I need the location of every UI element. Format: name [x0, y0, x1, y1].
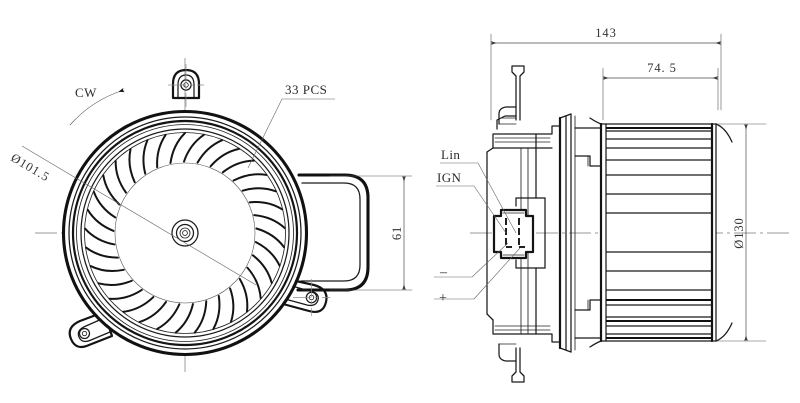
separator-flange-plate	[558, 113, 576, 353]
terminal-label-plus: +	[439, 291, 447, 306]
cage-blade-lines	[606, 130, 712, 335]
blade-count-label: 33 PCS	[285, 82, 327, 97]
outer-diameter-dimension-130	[715, 123, 767, 342]
terminal-label-minus: –	[439, 265, 448, 280]
partial-length-label: 74. 5	[647, 61, 677, 75]
mounting-tab-bottom-left	[68, 310, 114, 349]
callout-ign	[436, 185, 507, 234]
callout-lin	[440, 162, 517, 234]
terminal-label-ign: IGN	[437, 170, 462, 185]
diameter-dimension-label: Ø101.5	[8, 151, 52, 185]
rotation-direction-label: CW	[75, 85, 97, 100]
height-dimension-label: 61	[390, 226, 404, 240]
callout-minus	[434, 242, 509, 278]
hub-shaft-boss	[171, 219, 199, 247]
overall-length-label: 143	[595, 26, 616, 40]
mounting-tab-bottom-right	[281, 277, 330, 316]
blower-outlet-duct	[296, 173, 370, 292]
overall-length-dimension-143	[490, 33, 722, 121]
callout-plus	[434, 247, 521, 300]
terminal-callouts: Lin IGN – +	[434, 147, 521, 306]
mounting-tab-top	[168, 64, 204, 107]
fan-blades	[84, 132, 286, 334]
blower-wheel	[80, 128, 290, 338]
diameter-dimension-leader	[21, 145, 257, 286]
height-dimension-61	[329, 175, 413, 291]
front-view-group: CW Ø101.5 33 PCS 61	[8, 58, 413, 372]
electrical-connector	[492, 208, 535, 260]
blade-count-leader	[247, 98, 335, 169]
blower-wheel-cage-side	[574, 117, 733, 348]
terminal-label-lin: Lin	[441, 147, 460, 162]
outer-diameter-label: Ø130	[732, 217, 746, 248]
connector-pins	[505, 218, 525, 248]
rotation-direction-indicator	[69, 87, 125, 126]
side-section-view-group: 143 74. 5 Ø130	[434, 26, 790, 383]
motor-end-cap-profile	[486, 65, 560, 383]
partial-length-dimension-745	[602, 67, 719, 121]
